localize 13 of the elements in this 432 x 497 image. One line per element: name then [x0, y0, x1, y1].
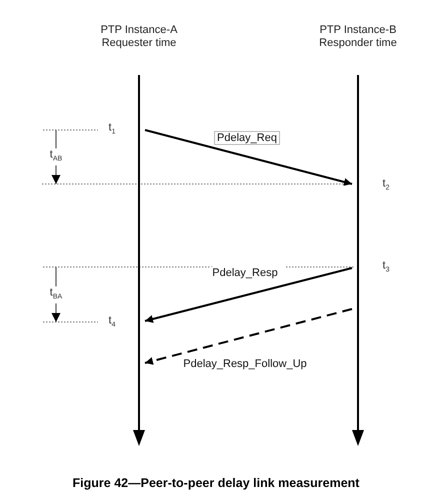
timeline-arrow	[352, 75, 364, 446]
message-arrow	[144, 129, 352, 186]
edge-label: Pdelay_Req	[214, 131, 280, 145]
timeline-arrow	[133, 75, 145, 446]
figure-caption: Figure 42—Peer-to-peer delay link measurement	[72, 476, 360, 490]
participant-heading: PTP Instance-B Responder time	[293, 24, 423, 50]
message-arrow	[144, 267, 352, 323]
timestamp-label: t$_{AB}$	[50, 148, 62, 166]
timestamp-label: t$_{BA}$	[50, 286, 62, 304]
participant-heading: PTP Instance-A Requester time	[74, 24, 204, 50]
edge-label: Pdelay_Resp	[210, 267, 280, 279]
message-arrow	[144, 308, 352, 365]
edge-label: Pdelay_Resp_Follow_Up	[181, 358, 309, 370]
